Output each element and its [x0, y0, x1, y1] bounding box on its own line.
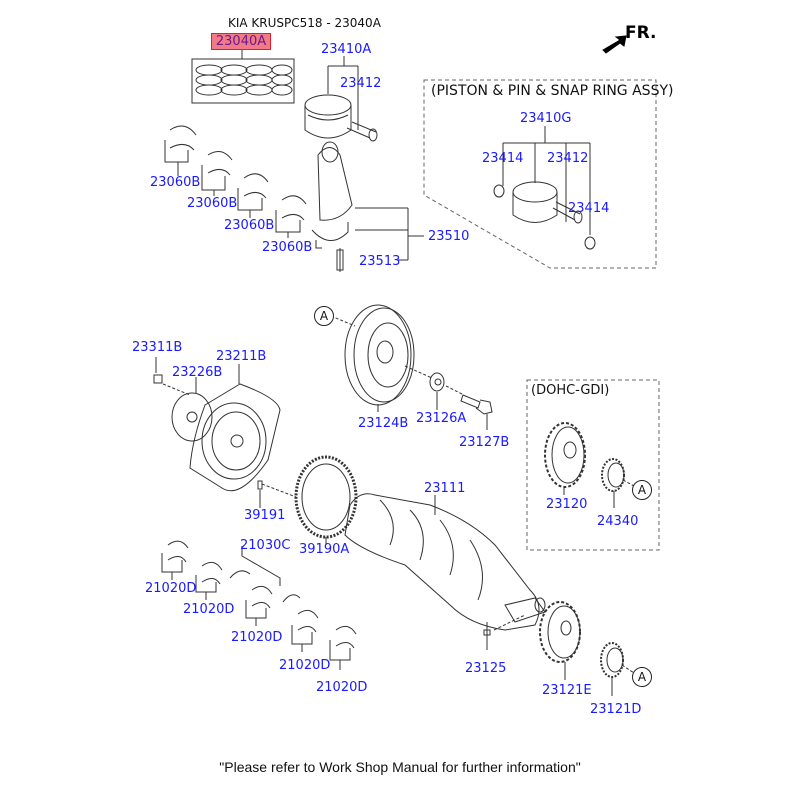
dohc-group-border	[526, 379, 660, 551]
main-bearing-parts	[161, 540, 357, 670]
part-label[interactable]: 23060B	[150, 175, 201, 190]
dohc-group-title: (DOHC-GDI)	[531, 383, 610, 398]
part-label[interactable]: 23226B	[172, 365, 223, 380]
part-label[interactable]: 23410A	[321, 42, 372, 57]
part-label[interactable]: 21020D	[231, 630, 283, 645]
part-label[interactable]: 24340	[597, 514, 639, 529]
part-label[interactable]: 21020D	[279, 658, 331, 673]
part-label[interactable]: 21020D	[183, 602, 235, 617]
connecting-rod-part	[311, 141, 424, 272]
part-label[interactable]: 39190A	[299, 542, 350, 557]
part-label[interactable]: 23111	[424, 481, 466, 496]
crank-pulley-part	[330, 304, 493, 430]
part-label[interactable]: 23121D	[590, 702, 642, 717]
crankshaft-part	[344, 493, 546, 650]
part-label[interactable]: 21020D	[316, 680, 368, 695]
part-label[interactable]: 21030C	[240, 538, 291, 553]
part-label[interactable]: 23513	[359, 254, 401, 269]
footer-note: "Please refer to Work Shop Manual for fu…	[219, 759, 581, 775]
part-label[interactable]: 23124B	[358, 416, 409, 431]
part-label[interactable]: 23060B	[224, 218, 275, 233]
part-label[interactable]: 23120	[546, 497, 588, 512]
piston-rings-part	[191, 48, 295, 104]
highlighted-part-label[interactable]: 23040A	[211, 33, 271, 50]
part-label[interactable]: 23412	[340, 76, 382, 91]
part-label[interactable]: 23311B	[132, 340, 183, 355]
part-label[interactable]: 21020D	[145, 581, 197, 596]
part-label[interactable]: 23127B	[459, 435, 510, 450]
part-label[interactable]: 23510	[428, 229, 470, 244]
part-label[interactable]: 23125	[465, 661, 507, 676]
part-label[interactable]: 23060B	[262, 240, 313, 255]
part-label[interactable]: 23414	[568, 201, 610, 216]
flywheel-part	[153, 357, 358, 545]
piston-assy-group-title: (PISTON & PIN & SNAP RING ASSY)	[431, 83, 674, 99]
dohc-sprocket-parts	[544, 422, 635, 508]
crank-sprocket-parts	[539, 601, 635, 696]
part-label[interactable]: 23412	[547, 151, 589, 166]
ref-marker-a: A	[314, 306, 334, 326]
part-label[interactable]: 23126A	[416, 411, 467, 426]
piston-part	[304, 56, 378, 142]
ref-marker-a: A	[632, 480, 652, 500]
part-label[interactable]: 23121E	[542, 683, 592, 698]
part-label[interactable]: 39191	[244, 508, 286, 523]
piston-assy-part	[493, 126, 596, 250]
part-label[interactable]: 23410G	[520, 111, 572, 126]
front-direction-label: FR.	[625, 23, 657, 43]
part-label[interactable]: 23060B	[187, 196, 238, 211]
ref-marker-a: A	[632, 667, 652, 687]
part-label[interactable]: 23414	[482, 151, 524, 166]
front-arrow-icon	[602, 35, 627, 54]
con-rod-bearing-parts	[164, 125, 307, 238]
diagram-title: KIA KRUSPC518 - 23040A	[228, 16, 381, 30]
part-label[interactable]: 23211B	[216, 349, 267, 364]
piston-assy-group-border	[423, 79, 657, 269]
